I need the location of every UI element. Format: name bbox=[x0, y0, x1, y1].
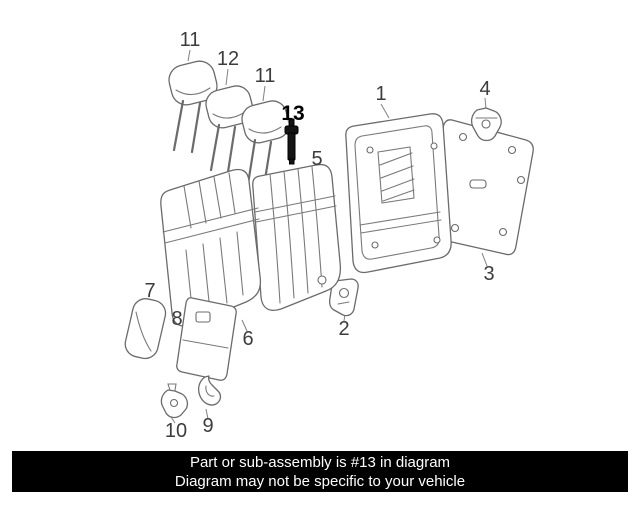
part-armrest bbox=[124, 298, 167, 360]
part-headrest-left bbox=[168, 60, 218, 154]
part-headrest-guide-highlighted bbox=[284, 118, 299, 165]
part-label-13: 13 bbox=[281, 102, 304, 125]
note-banner: Part or sub-assembly is #13 in diagram D… bbox=[12, 451, 628, 492]
part-seatback-frame bbox=[345, 113, 452, 274]
part-labels: 11 12 11 13 1 4 5 3 2 6 7 8 9 10 bbox=[144, 29, 494, 442]
part-headrest-right bbox=[241, 100, 290, 188]
part-seatback-cushion bbox=[160, 168, 262, 327]
part-hook-bracket bbox=[198, 375, 222, 406]
part-label-11-left: 11 bbox=[180, 29, 201, 51]
banner-line-1: Part or sub-assembly is #13 in diagram bbox=[189, 453, 451, 471]
part-clip bbox=[160, 383, 189, 419]
banner-line-2: Diagram may not be specific to your vehi… bbox=[174, 472, 466, 490]
part-label-10: 10 bbox=[165, 420, 187, 442]
part-label-3: 3 bbox=[483, 263, 494, 285]
part-label-2: 2 bbox=[338, 318, 349, 340]
part-headrest-center bbox=[205, 85, 254, 174]
part-seatback-center-section bbox=[252, 163, 342, 312]
part-label-11-right: 11 bbox=[255, 65, 276, 87]
part-label-9: 9 bbox=[202, 415, 213, 437]
part-label-5: 5 bbox=[311, 148, 322, 170]
part-label-8: 8 bbox=[171, 308, 182, 330]
part-label-4: 4 bbox=[479, 78, 490, 100]
part-label-7: 7 bbox=[144, 280, 155, 302]
part-label-12: 12 bbox=[217, 48, 239, 70]
part-label-1: 1 bbox=[375, 83, 386, 105]
part-label-6: 6 bbox=[242, 328, 253, 350]
part-bracket-upper bbox=[470, 107, 502, 142]
part-latch-bracket bbox=[328, 278, 359, 317]
part-armrest-panel bbox=[176, 297, 237, 381]
